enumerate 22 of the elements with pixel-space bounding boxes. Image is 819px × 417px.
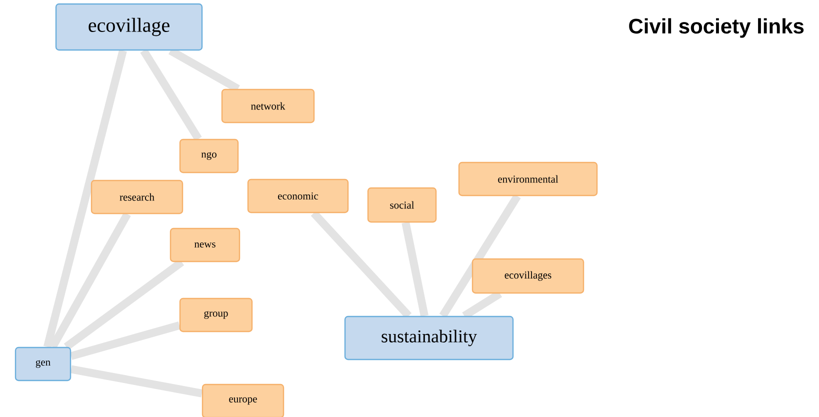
- connector: [49, 212, 131, 349]
- keyword-box: group: [179, 298, 253, 332]
- keyword-box: network: [221, 88, 315, 124]
- keyword-box: economic: [247, 178, 349, 214]
- topic-box: ecovillage: [55, 3, 203, 51]
- connector: [70, 322, 180, 360]
- keyword-box: news: [170, 228, 240, 262]
- keyword-box: ecovillages: [472, 258, 584, 294]
- connector: [70, 365, 203, 398]
- connector: [439, 194, 521, 318]
- title: Civil society links: [629, 18, 804, 38]
- keyword-box: research: [90, 180, 184, 214]
- keyword-box: ngo: [179, 138, 239, 174]
- connector: [43, 50, 127, 348]
- topic-box: sustainability: [344, 316, 514, 360]
- keyword-box: social: [367, 187, 437, 223]
- connector: [310, 210, 412, 319]
- keyword-box: environmental: [458, 162, 598, 196]
- connector: [402, 222, 428, 317]
- topic-box: gen: [14, 346, 72, 382]
- connector: [140, 48, 202, 141]
- keyword-box: europe: [202, 384, 284, 417]
